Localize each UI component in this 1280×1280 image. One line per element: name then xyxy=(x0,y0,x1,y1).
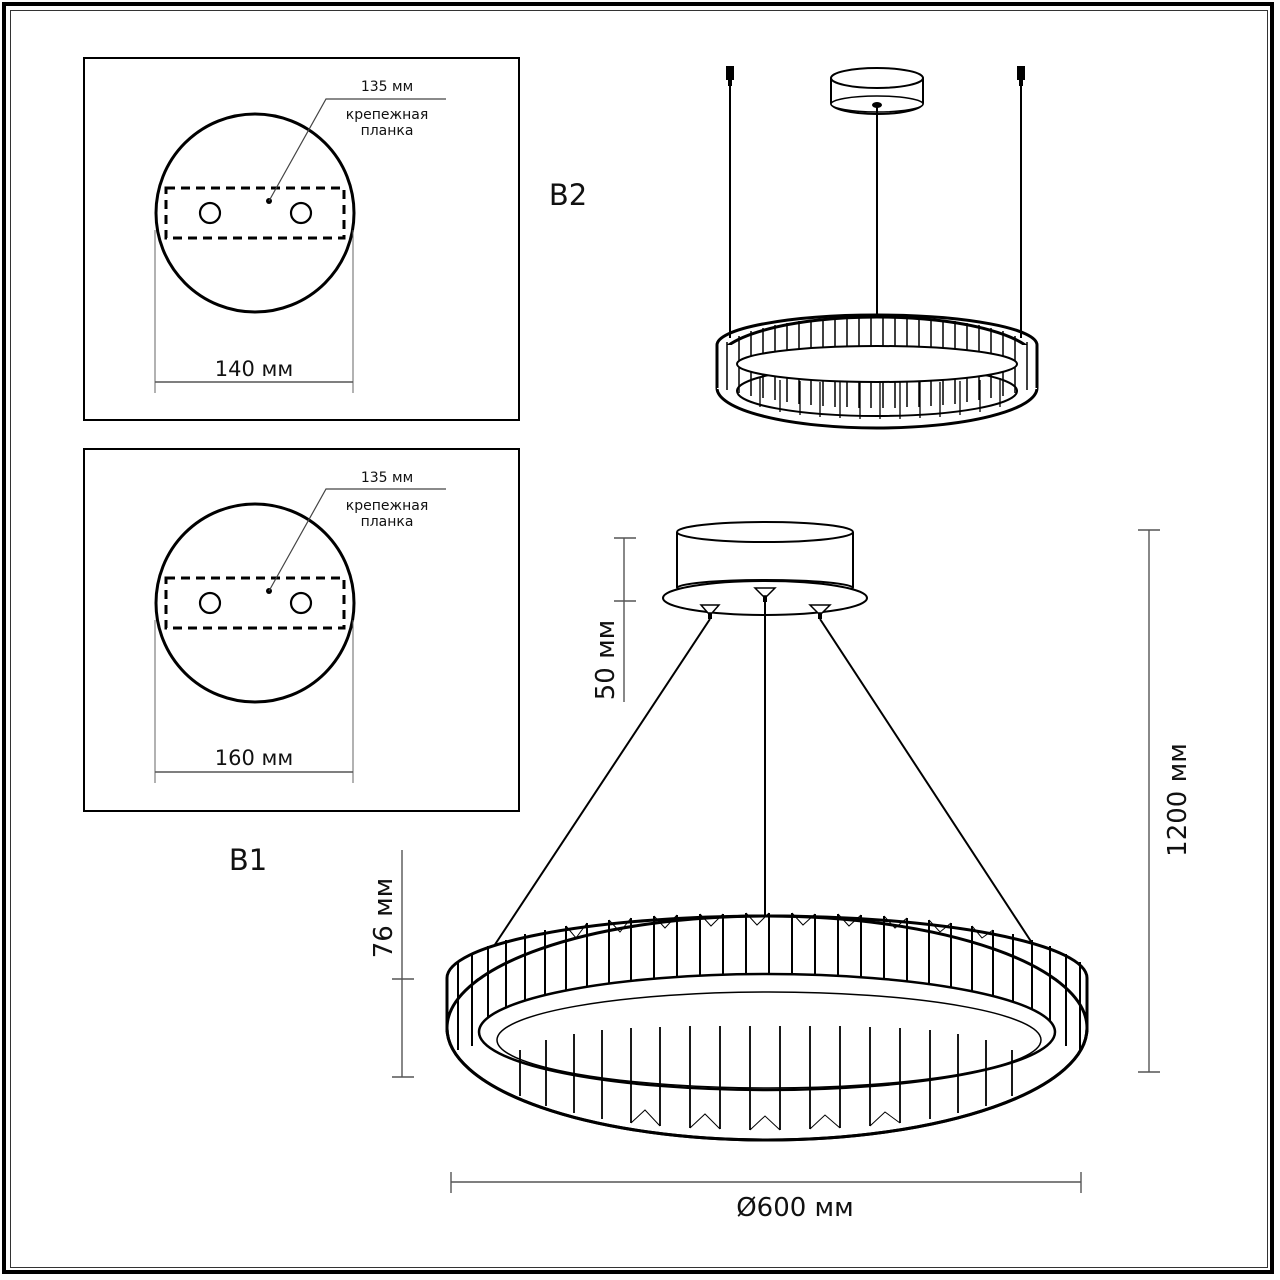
screw-hole-right xyxy=(289,201,313,225)
inner-border xyxy=(10,10,1268,1268)
total-height-label: 1200 мм xyxy=(1163,743,1193,857)
ring-prisms-b2-inner xyxy=(759,378,1001,419)
dimension-total-height: 1200 мм xyxy=(1138,529,1193,1073)
mounting-bracket xyxy=(164,576,346,630)
screw-hole-right xyxy=(289,591,313,615)
panel-code-b2: B2 xyxy=(549,178,587,212)
ring-height-label: 76 мм xyxy=(369,878,399,959)
panel-code-b1: B1 xyxy=(229,843,267,877)
screw-hole-left xyxy=(198,591,222,615)
bracket-name-line2: планка xyxy=(361,123,414,139)
panel-b2-canopy-detail: 135 мм крепежная планка 140 мм xyxy=(83,57,520,421)
screw-hole-left xyxy=(198,201,222,225)
mounting-bracket xyxy=(164,186,346,240)
b1-chandelier-view xyxy=(445,521,1089,1142)
canopy-circle xyxy=(154,112,356,314)
dimension-ring-diameter: Ø600 мм xyxy=(450,1172,1082,1223)
ceiling-hook-right xyxy=(1017,66,1025,338)
ceiling-hook-left xyxy=(726,66,734,338)
ring-diameter-label: Ø600 мм xyxy=(736,1193,854,1223)
bracket-width-label: 135 мм xyxy=(361,470,413,486)
ring-prisms-inner xyxy=(519,1026,1013,1130)
panel-b1-canopy-detail: 135 мм крепежная планка 160 мм xyxy=(83,448,520,812)
dimension-ring-height: 76 мм xyxy=(369,850,414,1078)
bracket-name-line1: крепежная xyxy=(346,107,429,123)
canopy-diameter-label: 160 мм xyxy=(215,746,293,770)
bracket-name-line2: планка xyxy=(361,514,414,530)
canopy-diameter-label: 140 мм xyxy=(215,357,293,381)
bracket-width-label: 135 мм xyxy=(361,79,413,95)
canopy-circle xyxy=(154,502,356,704)
bracket-name-line1: крепежная xyxy=(346,498,429,514)
dimension-canopy-height: 50 мм xyxy=(591,537,636,702)
b2-chandelier-view xyxy=(715,66,1039,430)
canopy-height-label: 50 мм xyxy=(591,620,621,701)
